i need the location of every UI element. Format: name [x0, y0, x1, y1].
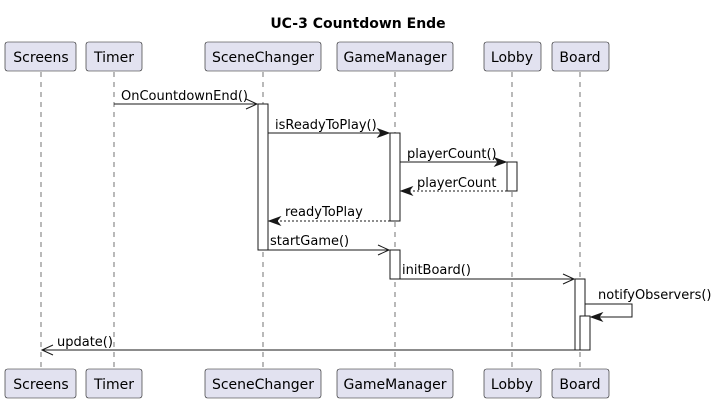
participant-label: Board: [559, 50, 600, 66]
activation-gamemanager-1: [389, 132, 401, 222]
message-notifyobservers: notifyObservers(): [585, 288, 712, 323]
message-update: update(): [40, 335, 575, 356]
participant-label: Timer: [93, 377, 134, 393]
message-isreadytoplay: isReadyToPlay(): [268, 118, 391, 139]
message-playercount-call: playerCount(): [400, 147, 508, 168]
message-label: startGame(): [270, 234, 349, 249]
participant-board-bottom: Board: [551, 368, 610, 399]
participant-scenechanger-top: SceneChanger: [204, 41, 322, 72]
participant-screens-bottom: Screens: [4, 368, 77, 399]
message-initboard: initBoard(): [395, 263, 576, 285]
activation-scenechanger: [257, 103, 269, 251]
participant-screens-top: Screens: [4, 41, 77, 72]
activation-board-2: [579, 315, 591, 351]
message-label: notifyObservers(): [598, 288, 712, 303]
message-startgame: startGame(): [263, 234, 391, 256]
participant-timer-top: Timer: [85, 41, 143, 72]
message-label: OnCountdownEnd(): [121, 89, 248, 104]
participant-board-top: Board: [551, 41, 610, 72]
activation-lobby: [506, 161, 518, 192]
message-label: initBoard(): [402, 263, 471, 278]
message-label: playerCount(): [407, 147, 497, 162]
participant-lobby-bottom: Lobby: [483, 368, 542, 399]
participant-label: Timer: [93, 50, 134, 66]
participant-gamemanager-top: GameManager: [336, 41, 454, 72]
participant-label: Lobby: [491, 377, 533, 393]
message-label: playerCount: [417, 176, 496, 191]
message-playercount-return: playerCount: [399, 176, 507, 197]
message-readytoplay-return: readyToPlay: [267, 205, 390, 227]
participant-lobby-top: Lobby: [483, 41, 542, 72]
participant-label: SceneChanger: [212, 377, 314, 393]
activation-gamemanager-2: [389, 249, 401, 280]
participant-label: GameManager: [343, 377, 446, 393]
participant-label: GameManager: [343, 50, 446, 66]
message-label: readyToPlay: [285, 205, 363, 220]
participant-label: Lobby: [491, 50, 533, 66]
participant-label: Screens: [13, 377, 68, 393]
participant-scenechanger-bottom: SceneChanger: [204, 368, 322, 399]
diagram-title: UC-3 Countdown Ende: [270, 16, 445, 32]
participant-label: Board: [559, 377, 600, 393]
participant-gamemanager-bottom: GameManager: [336, 368, 454, 399]
participant-label: SceneChanger: [212, 50, 314, 66]
message-label: update(): [57, 335, 113, 350]
message-label: isReadyToPlay(): [275, 118, 377, 133]
participant-timer-bottom: Timer: [85, 368, 143, 399]
message-oncountdownend: OnCountdownEnd(): [114, 89, 259, 110]
participant-label: Screens: [13, 50, 68, 66]
